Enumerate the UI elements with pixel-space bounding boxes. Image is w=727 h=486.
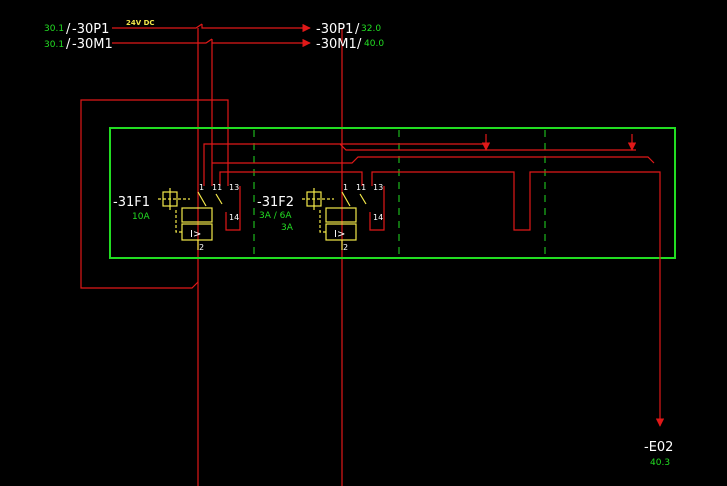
breaker-f2-trip: I>: [334, 229, 345, 240]
breaker-f1-t1: 1: [199, 183, 204, 192]
breaker-f1-t2: 2: [199, 243, 204, 252]
f2-trip-link: [319, 210, 326, 233]
breaker-f1-t11: 11: [212, 183, 222, 192]
loop-wire: [80, 99, 229, 289]
f1-thermal-box: [181, 207, 213, 223]
destination-ref: 40.3: [650, 458, 670, 468]
header-wires: [112, 23, 343, 486]
bus-low: [219, 171, 363, 186]
destination-name[interactable]: -E02: [644, 440, 673, 455]
breaker-f1-symbol[interactable]: [158, 188, 223, 250]
breaker-f2-t14: 14: [373, 213, 383, 222]
output-p1-sep: /: [355, 22, 360, 37]
breaker-f2-t2: 2: [343, 243, 348, 252]
bus-right: [371, 171, 665, 427]
f2-aux-loop: [369, 186, 385, 231]
f2-contact: [341, 191, 351, 207]
output-m1-sep: /: [357, 37, 362, 52]
bus-top: [203, 143, 636, 186]
breaker-f2-name[interactable]: -31F2: [257, 195, 294, 210]
breaker-f1-t14: 14: [229, 213, 239, 222]
breaker-f1-rating: 10A: [132, 212, 150, 222]
p1-output-wire: [201, 23, 311, 33]
bus-mid: [212, 156, 655, 164]
input-p1-ref: 30.1: [44, 24, 64, 34]
breaker-f1-t13: 13: [229, 183, 239, 192]
breaker-f2-rating2: 3A: [281, 223, 294, 233]
breaker-f2-rating: 3A / 6A: [259, 211, 292, 221]
f2-thermal-box: [325, 207, 357, 223]
input-m1-sep: /: [66, 37, 71, 52]
p1-input-wire: [112, 23, 203, 29]
breaker-f2-t13: 13: [373, 183, 383, 192]
breaker-f1-trip: I>: [190, 229, 201, 240]
frame-dividers: [253, 130, 546, 257]
module-frame: [109, 127, 676, 259]
output-p1-ref: 32.0: [361, 24, 381, 34]
input-m1-name[interactable]: -30M1: [72, 37, 113, 52]
f1-trip-link: [175, 210, 182, 233]
input-p1-name[interactable]: -30P1: [72, 22, 109, 37]
voltage-label: 24V DC: [126, 19, 155, 27]
output-m1-ref: 40.0: [364, 39, 384, 49]
m1-input-wire: [112, 38, 213, 44]
f1-aux-loop: [225, 186, 241, 231]
input-p1-sep: /: [66, 22, 71, 37]
output-p1-name[interactable]: -30P1: [316, 22, 353, 37]
breaker-f2-t1: 1: [343, 183, 348, 192]
breaker-f2-symbol[interactable]: [302, 188, 367, 250]
f1-contact: [197, 191, 207, 207]
internal-bus: [203, 134, 665, 427]
f1-aux-contact: [215, 193, 223, 205]
input-m1-ref: 30.1: [44, 40, 64, 50]
m1-output-wire: [211, 38, 311, 48]
output-m1-name[interactable]: -30M1: [316, 37, 357, 52]
breaker-f1-name[interactable]: -31F1: [113, 195, 150, 210]
breaker-f2-t11: 11: [356, 183, 366, 192]
f2-aux-contact: [359, 193, 367, 205]
